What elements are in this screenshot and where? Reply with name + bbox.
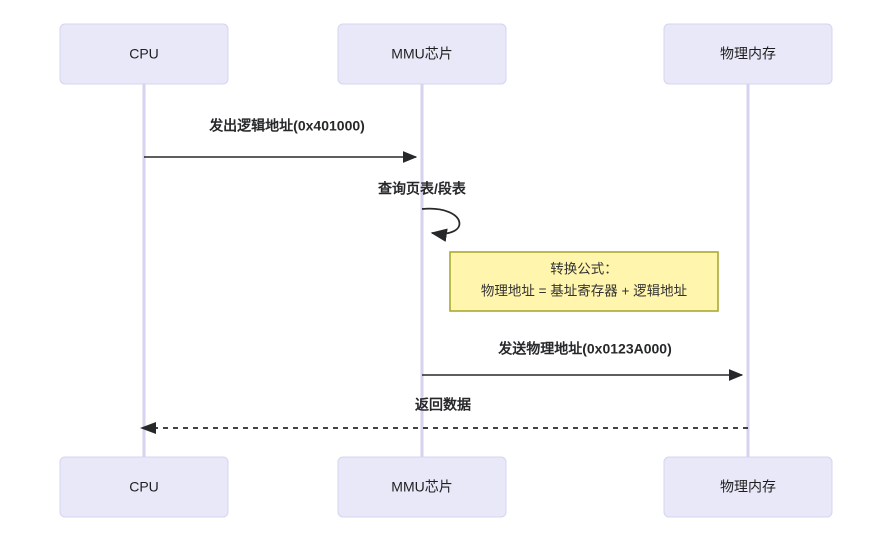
- actor-header-cpu[interactable]: CPU: [59, 23, 229, 85]
- message-return-data[interactable]: 返回数据: [140, 397, 748, 434]
- actor-label-cpu-top: CPU: [129, 46, 159, 62]
- message-label-return-data: 返回数据: [415, 397, 471, 413]
- actor-box-cpu-top[interactable]: [59, 23, 229, 85]
- message-arrowhead-return-data: [140, 422, 156, 434]
- message-label-query-page-table: 查询页表/段表: [378, 181, 467, 197]
- message-arrow-query-page-table[interactable]: [421, 207, 461, 242]
- message-send-physical-address[interactable]: 发送物理地址(0x0123A000): [422, 341, 744, 381]
- message-label-send-physical-address: 发送物理地址(0x0123A000): [497, 341, 672, 357]
- actor-label-mmu-bottom: MMU芯片: [391, 479, 452, 495]
- actor-box-mmu-bottom[interactable]: [337, 456, 507, 518]
- actor-label-mem-top: 物理内存: [720, 46, 776, 62]
- actor-header-mem[interactable]: 物理内存: [663, 23, 833, 85]
- lifelines: [142, 84, 750, 457]
- note-box-conversion-formula: [449, 251, 719, 312]
- actor-label-cpu-bottom: CPU: [129, 479, 159, 495]
- actor-footer-mem[interactable]: 物理内存: [663, 456, 833, 518]
- message-emit-logical-address[interactable]: 发出逻辑地址(0x401000): [144, 118, 418, 163]
- actor-box-cpu-bottom[interactable]: [59, 456, 229, 518]
- actor-box-mmu-top[interactable]: [337, 23, 507, 85]
- message-label-emit-logical-address: 发出逻辑地址(0x401000): [208, 118, 365, 134]
- message-query-page-table[interactable]: 查询页表/段表: [378, 181, 467, 242]
- actor-header-mmu[interactable]: MMU芯片: [337, 23, 507, 85]
- actor-box-mem-bottom[interactable]: [663, 456, 833, 518]
- actor-box-mem-top[interactable]: [663, 23, 833, 85]
- note-line-2: 物理地址 = 基址寄存器 + 逻辑地址: [481, 283, 687, 299]
- note-line-1: 转换公式：: [550, 262, 618, 277]
- actor-footer-mmu[interactable]: MMU芯片: [337, 456, 507, 518]
- actor-label-mem-bottom: 物理内存: [720, 479, 776, 495]
- actor-footer-cpu[interactable]: CPU: [59, 456, 229, 518]
- note-conversion-formula: 转换公式： 物理地址 = 基址寄存器 + 逻辑地址: [449, 251, 719, 312]
- actor-label-mmu-top: MMU芯片: [391, 46, 452, 62]
